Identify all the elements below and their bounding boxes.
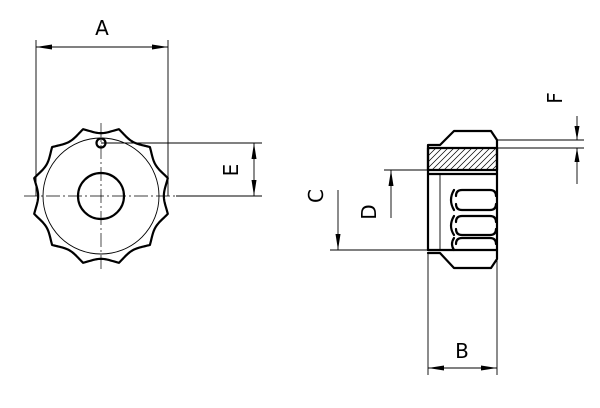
dimension-d: D: [357, 169, 428, 220]
dimension-a: A: [35, 16, 169, 196]
dimension-c: C: [304, 189, 428, 251]
knob-scalloped-outline: [33, 128, 169, 264]
dimension-label-b: B: [455, 339, 469, 363]
section-hatching: [428, 148, 497, 170]
dimension-e: E: [101, 142, 262, 197]
dimension-b: B: [427, 253, 498, 375]
dimension-label-e: E: [219, 164, 243, 177]
section-wall: [426, 146, 499, 172]
dimension-label-d: D: [357, 204, 381, 219]
dimension-label-f: F: [543, 92, 567, 104]
knurl-ribs: [449, 188, 498, 252]
dimension-label-a: A: [95, 16, 109, 40]
dimension-label-c: C: [304, 189, 328, 203]
side-view: [426, 129, 499, 270]
dimension-f: F: [497, 92, 584, 184]
front-view: [24, 123, 180, 270]
